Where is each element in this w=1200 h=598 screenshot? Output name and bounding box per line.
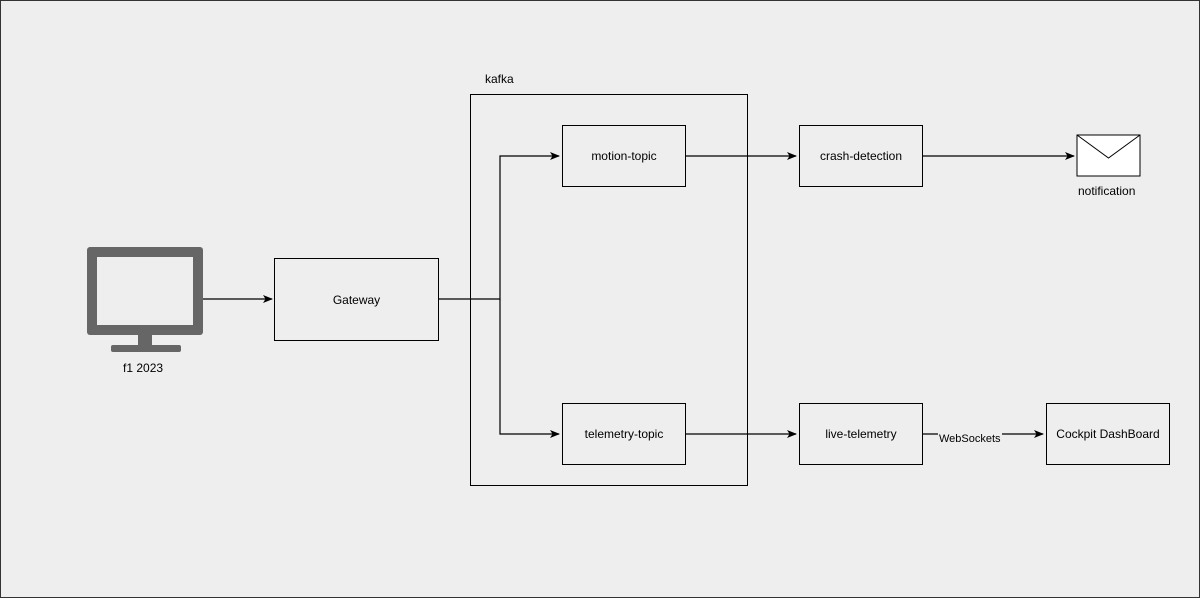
gateway-label: Gateway [332,292,381,307]
motion-topic-label: motion-topic [591,149,657,163]
cockpit-dashboard-node: Cockpit DashBoard [1046,403,1170,465]
telemetry-topic-label: telemetry-topic [584,427,664,441]
f1-caption: f1 2023 [123,361,164,375]
edge-gateway-to-telemetry-topic [499,299,560,438]
monitor-icon [87,247,203,352]
envelope-icon [1076,134,1141,177]
live-telemetry-node: live-telemetry [799,403,923,465]
telemetry-topic-node: telemetry-topic [562,403,686,465]
kafka-label: kafka [485,72,514,86]
notification-caption: notification [1078,184,1136,198]
websockets-edge-label: WebSockets [938,433,1002,445]
kafka-container [470,94,748,486]
crash-detection-node: crash-detection [799,125,923,187]
cockpit-dashboard-label: Cockpit DashBoard [1056,427,1160,441]
live-telemetry-label: live-telemetry [825,427,897,441]
crash-detection-label: crash-detection [819,149,903,163]
motion-topic-node: motion-topic [562,125,686,187]
edge-gateway-to-motion-topic [439,152,560,300]
gateway-node: Gateway [274,258,439,341]
